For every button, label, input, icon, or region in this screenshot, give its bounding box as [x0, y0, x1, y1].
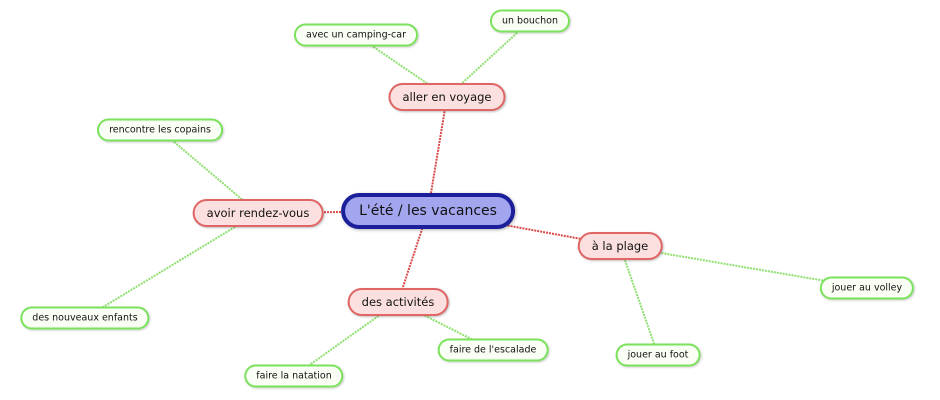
branch-node-plage[interactable]: à la plage [577, 232, 663, 260]
leaf-node-volley[interactable]: jouer au volley [819, 276, 915, 300]
leaf-connector [619, 245, 659, 356]
leaf-node-foot[interactable]: jouer au foot [615, 343, 701, 367]
leaf-node-natation[interactable]: faire la natation [244, 364, 344, 388]
branch-node-activites[interactable]: des activités [347, 288, 449, 316]
leaf-node-bouchon[interactable]: un bouchon [489, 9, 571, 33]
branch-node-rendez-vous[interactable]: avoir rendez-vous [192, 199, 324, 227]
leaf-node-camping-car[interactable]: avec un camping-car [294, 23, 418, 47]
leaf-node-escalade[interactable]: faire de l'escalade [437, 338, 549, 362]
leaf-node-copains[interactable]: rencontre les copains [97, 118, 223, 142]
branch-node-voyage[interactable]: aller en voyage [388, 83, 506, 111]
branch-connector [427, 96, 448, 212]
leaf-connector [84, 212, 259, 319]
root-node[interactable]: L'été / les vacances [341, 193, 515, 229]
leaf-node-nouveaux-enfants[interactable]: des nouveaux enfants [20, 306, 150, 330]
